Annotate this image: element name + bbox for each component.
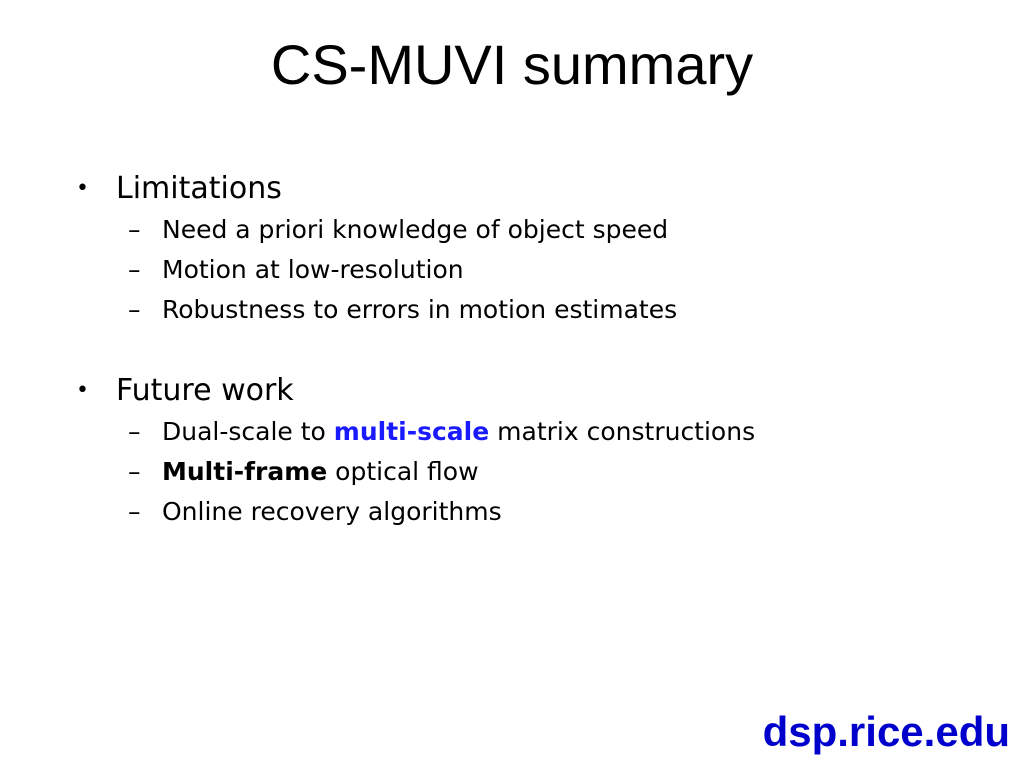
sub-bullet-text-post: matrix constructions <box>489 417 756 446</box>
footer-url: dsp.rice.edu <box>762 708 1010 755</box>
sub-bullet: – Robustness to errors in motion estimat… <box>76 290 976 330</box>
dash-icon: – <box>128 215 141 244</box>
dash-icon: – <box>128 417 141 446</box>
section-future-work: • Future work – Dual-scale to multi-scal… <box>76 370 976 532</box>
sub-bullet: – Dual-scale to multi-scale matrix const… <box>76 412 976 452</box>
dash-icon: – <box>128 295 141 324</box>
sub-bullet-text: Motion at low-resolution <box>162 255 464 284</box>
sub-bullet-text: Need a priori knowledge of object speed <box>162 215 669 244</box>
bullet-dot-icon: • <box>76 176 89 201</box>
slide-title: CS-MUVI summary <box>270 33 754 96</box>
bullet-limitations: • Limitations <box>76 168 976 210</box>
sub-bullet-text: Robustness to errors in motion estimates <box>162 295 678 324</box>
sub-bullet: – Motion at low-resolution <box>76 250 976 290</box>
slide-content: • Limitations – Need a priori knowledge … <box>76 168 976 572</box>
section-limitations: • Limitations – Need a priori knowledge … <box>76 168 976 330</box>
sub-bullet: – Multi-frame optical flow <box>76 452 976 492</box>
bullet-heading: Limitations <box>116 171 282 206</box>
bullet-dot-icon: • <box>76 378 89 403</box>
dash-icon: – <box>128 255 141 284</box>
bullet-future-work: • Future work <box>76 370 976 412</box>
sub-bullet-text-pre: Dual-scale to <box>162 417 334 446</box>
sub-bullet: – Need a priori knowledge of object spee… <box>76 210 976 250</box>
dash-icon: – <box>128 497 141 526</box>
sub-bullet: – Online recovery algorithms <box>76 492 976 532</box>
bullet-heading: Future work <box>116 373 294 408</box>
bold-term: Multi-frame <box>162 457 328 486</box>
sub-bullet-text: Online recovery algorithms <box>162 497 502 526</box>
sub-bullet-text-post: optical flow <box>327 457 479 486</box>
dash-icon: – <box>128 457 141 486</box>
highlighted-term: multi-scale <box>333 417 490 446</box>
